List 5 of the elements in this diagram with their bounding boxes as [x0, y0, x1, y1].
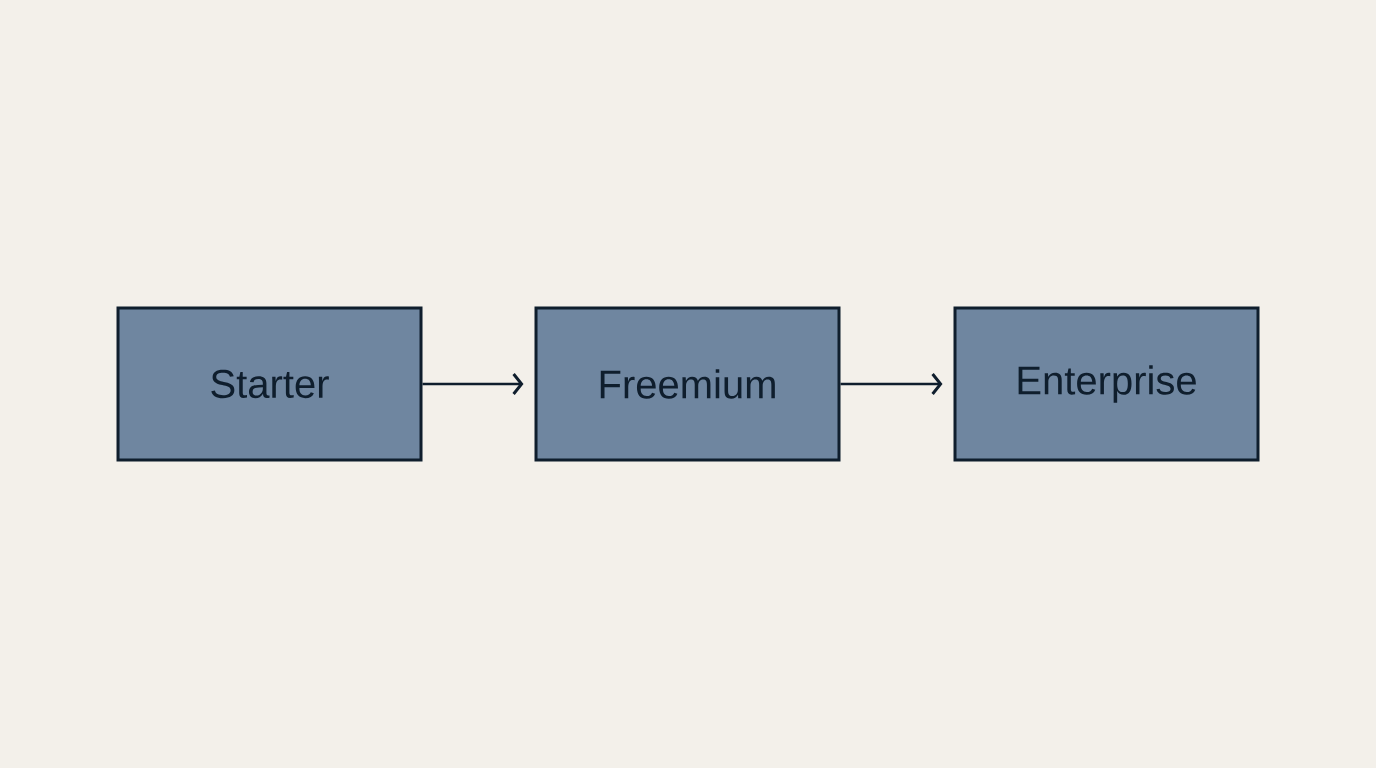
process-box: Freemium [534, 306, 841, 462]
process-box: Enterprise [953, 306, 1260, 462]
arrow [840, 373, 943, 395]
arrow [422, 373, 524, 395]
process-box: Starter [116, 306, 423, 462]
